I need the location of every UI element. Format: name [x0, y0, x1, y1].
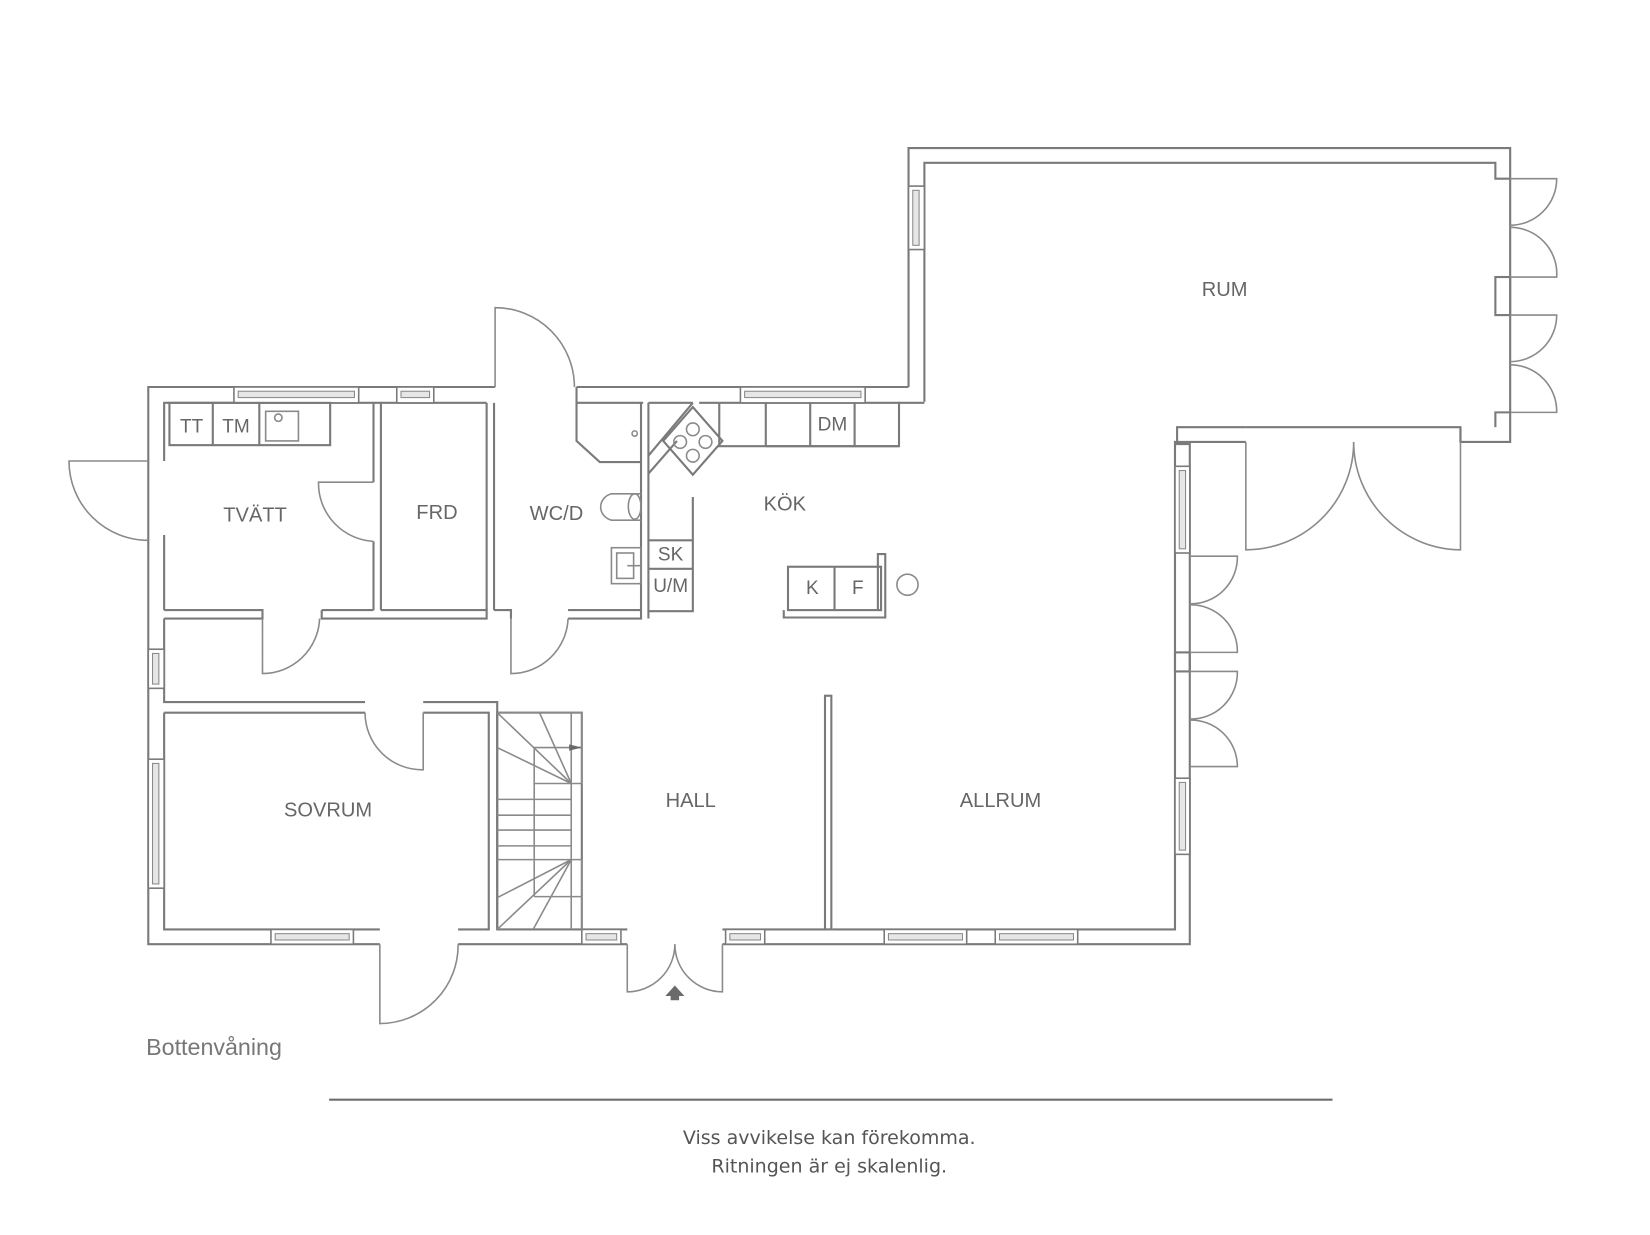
- doors[interactable]: [68, 306, 1462, 1025]
- appliance-label-tm: TM: [222, 416, 249, 437]
- sink-icon: [264, 410, 300, 442]
- stove-icon: [661, 405, 724, 477]
- room-label-allrum: ALLRUM: [960, 790, 1041, 812]
- appliance-label-dm: DM: [818, 414, 848, 435]
- appliance-label-um: U/M: [653, 576, 688, 597]
- appliance-label-f: F: [852, 578, 864, 599]
- sovrum-exterior-door: [379, 944, 459, 1025]
- sovrum-door: [364, 712, 424, 771]
- main-walls: [147, 385, 1462, 946]
- room-label-wcd: WC/D: [530, 503, 584, 525]
- appliance-label-k: K: [806, 578, 819, 599]
- tvatt-exterior-door: [68, 460, 149, 542]
- floor-label: Bottenvåning: [146, 1034, 282, 1060]
- rum-door-left: [1245, 441, 1355, 551]
- entrance-door-left: [626, 944, 676, 993]
- room-label-hall: HALL: [666, 790, 716, 812]
- stairs-icon: [496, 711, 583, 931]
- interior-walls: [163, 402, 833, 931]
- rum-door-right: [1352, 441, 1462, 551]
- entrance-arrow-icon: [665, 985, 685, 1001]
- room-label-rum: RUM: [1202, 279, 1248, 301]
- room-label-frd: FRD: [416, 502, 457, 524]
- appliance-label-tt: TT: [180, 416, 204, 437]
- fridge-freezer-unit: [782, 553, 919, 619]
- column-icon: [896, 573, 919, 597]
- disclaimer-line-1: Viss avvikelse kan förekomma.: [683, 1127, 976, 1149]
- kitchen-counter: [647, 401, 900, 613]
- entrance-door-right: [674, 944, 724, 993]
- laundry-counter: [168, 401, 332, 447]
- rum-east-doors[interactable]: [1510, 177, 1558, 414]
- room-labels: TVÄTT FRD WC/D KÖK RUM SOVRUM HALL ALLRU…: [180, 279, 1248, 821]
- appliance-label-sk: SK: [658, 544, 684, 565]
- room-label-kok: KÖK: [764, 494, 807, 516]
- disclaimer-line-2: Ritningen är ej skalenlig.: [711, 1156, 947, 1178]
- toilet-icon: [599, 492, 642, 522]
- room-label-tvatt: TVÄTT: [223, 504, 287, 526]
- room-label-sovrum: SOVRUM: [284, 799, 372, 821]
- tvatt-door: [261, 618, 321, 675]
- wc-door: [510, 618, 569, 675]
- frd-door: [317, 481, 374, 543]
- wc-fixtures: [575, 402, 642, 585]
- north-exterior-door: [494, 306, 576, 387]
